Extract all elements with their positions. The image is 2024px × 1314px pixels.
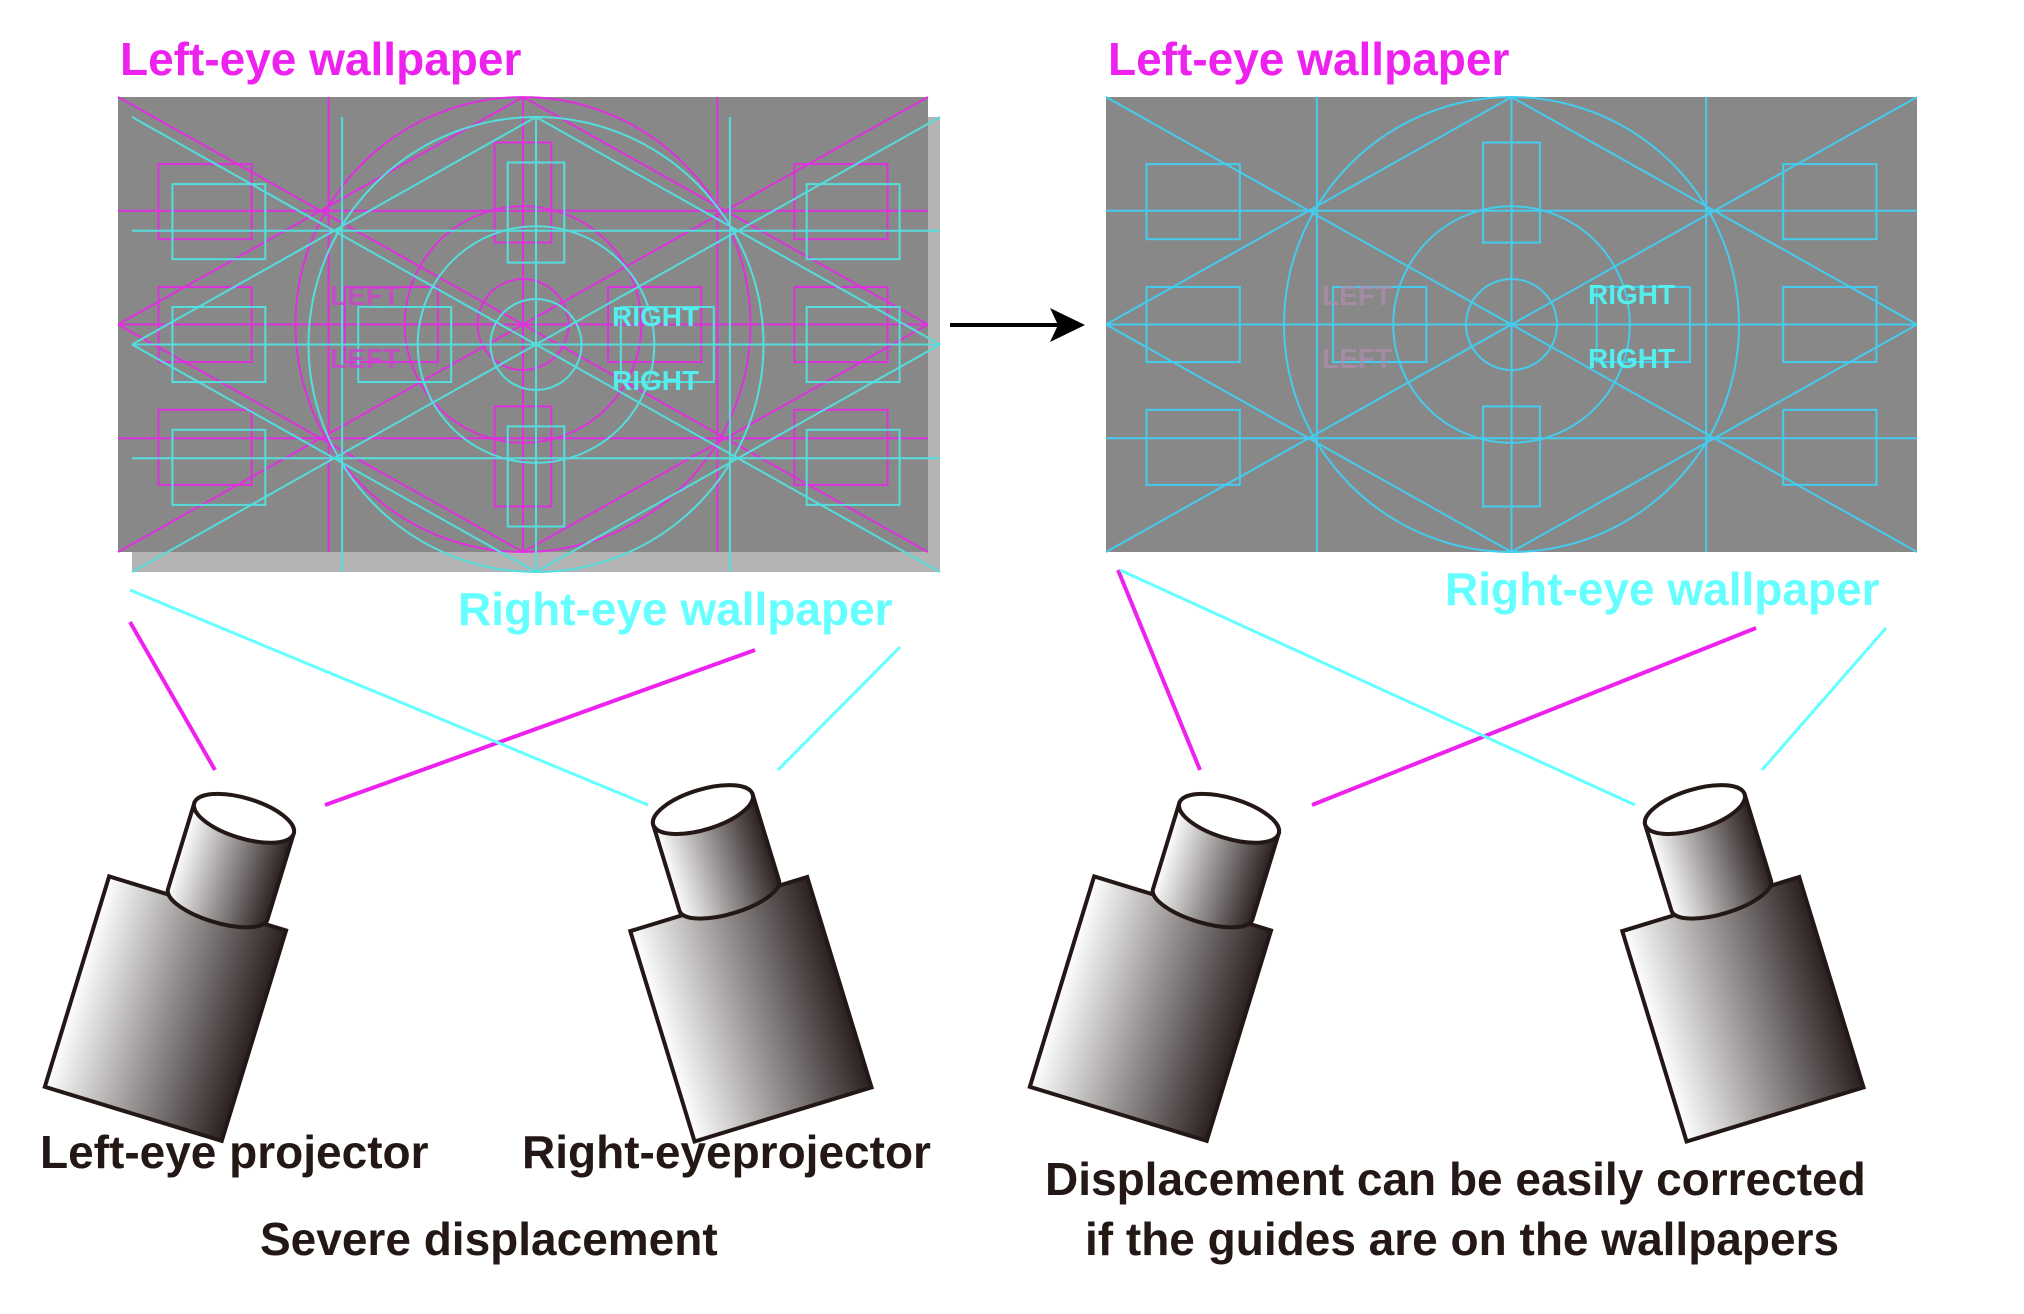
guide-diagonal [131, 116, 941, 573]
right-projector-beam-right [776, 645, 902, 772]
guide-box-bottom [1482, 405, 1541, 508]
left-eye-projector-label: Left-eye projector [40, 1126, 429, 1178]
guide-box-bottom [506, 425, 566, 528]
guide-box-top [493, 141, 553, 244]
guide-box-right [793, 408, 889, 486]
guide-box-inner-right [607, 285, 703, 364]
guide-box-left [157, 285, 253, 364]
guide-circle-medium [1392, 205, 1631, 444]
guide-box-left [157, 163, 253, 241]
guide-circle-large [1283, 96, 1740, 553]
guide-box-right [1782, 163, 1878, 241]
aligned-right-beam-left [1119, 568, 1636, 807]
guide-circle-small [489, 298, 583, 391]
guide-circle-small [1465, 278, 1558, 371]
left-eye-wallpaper-label: Left-eye wallpaper [120, 33, 521, 85]
right-eye-projector-icon [627, 783, 875, 1144]
guide-box-inner-left [1332, 285, 1428, 364]
guide-box-left [1145, 285, 1241, 364]
guide-circle-medium [403, 205, 643, 444]
guide-box-left [1145, 408, 1241, 486]
correction-caption-line1: Displacement can be easily corrected [1045, 1153, 1866, 1205]
aligned-left-beam-left [1116, 569, 1202, 771]
guide-box-bottom [493, 405, 553, 508]
right-eye-wallpaper-label-corrected: Right-eye wallpaper [1445, 563, 1880, 615]
left-projector-beam-left [128, 621, 217, 771]
guide-circle-large [294, 96, 752, 553]
guide-box-top [1482, 141, 1541, 244]
left-eye-wallpaper-label-corrected: Left-eye wallpaper [1108, 33, 1509, 85]
guide-box-right [805, 305, 901, 384]
guide-box-left [171, 428, 267, 506]
guide-box-inner-right [619, 305, 715, 384]
right-eye-guide-pattern [131, 116, 941, 573]
left-panel: Left-eye wallpaper LEFT LEFT RIGHT RIGHT… [40, 33, 941, 1265]
right-projector-beam-left [129, 588, 649, 807]
guide-box-right [805, 428, 901, 506]
severe-displacement-caption: Severe displacement [260, 1213, 718, 1265]
right-word-2-corrected: RIGHT [1588, 343, 1675, 374]
guide-diagonal [1105, 96, 1918, 553]
guide-box-inner-right [1595, 285, 1691, 364]
aligned-left-beam-right [1311, 626, 1757, 807]
right-eye-projector-label: Right-eyeprojector [522, 1126, 931, 1178]
guide-circle-large [307, 116, 765, 573]
guide-box-right [793, 163, 889, 241]
left-projector-beam-right [324, 648, 756, 807]
left-eye-projector-icon [42, 791, 297, 1144]
guide-diagonal [117, 96, 929, 553]
aligned-right-projector-icon [1619, 783, 1867, 1144]
right-word-2: RIGHT [612, 365, 699, 396]
guide-box-inner-left [357, 305, 453, 384]
right-eye-wallpaper-label: Right-eye wallpaper [458, 583, 893, 635]
aligned-right-beam-right [1760, 627, 1888, 771]
left-eye-guide-pattern [117, 96, 929, 553]
guide-box-right [805, 183, 901, 261]
aligned-left-projector-icon [1027, 791, 1282, 1144]
guide-box-right [1782, 408, 1878, 486]
right-arrow-icon [950, 308, 1085, 342]
right-word-1: RIGHT [612, 301, 699, 332]
guide-circle-small [476, 278, 570, 371]
left-word-2: LEFT [330, 343, 400, 374]
guide-box-top [506, 161, 566, 264]
left-word-2-corrected: LEFT [1322, 343, 1392, 374]
guide-box-left [171, 183, 267, 261]
guide-box-inner-left [343, 285, 439, 364]
guide-box-left [1145, 163, 1241, 241]
guide-box-left [157, 408, 253, 486]
right-panel: Left-eye wallpaper LEFT LEFT RIGHT RIGHT… [1027, 33, 1918, 1265]
aligned-guide-pattern [1105, 96, 1918, 553]
correction-caption-line2: if the guides are on the wallpapers [1085, 1213, 1839, 1265]
guide-box-left [171, 305, 267, 384]
left-word-1-corrected: LEFT [1322, 280, 1392, 311]
left-word-1: LEFT [330, 280, 400, 311]
guide-box-right [793, 285, 889, 364]
guide-circle-medium [416, 225, 656, 464]
right-word-1-corrected: RIGHT [1588, 279, 1675, 310]
guide-box-right [1782, 285, 1878, 364]
